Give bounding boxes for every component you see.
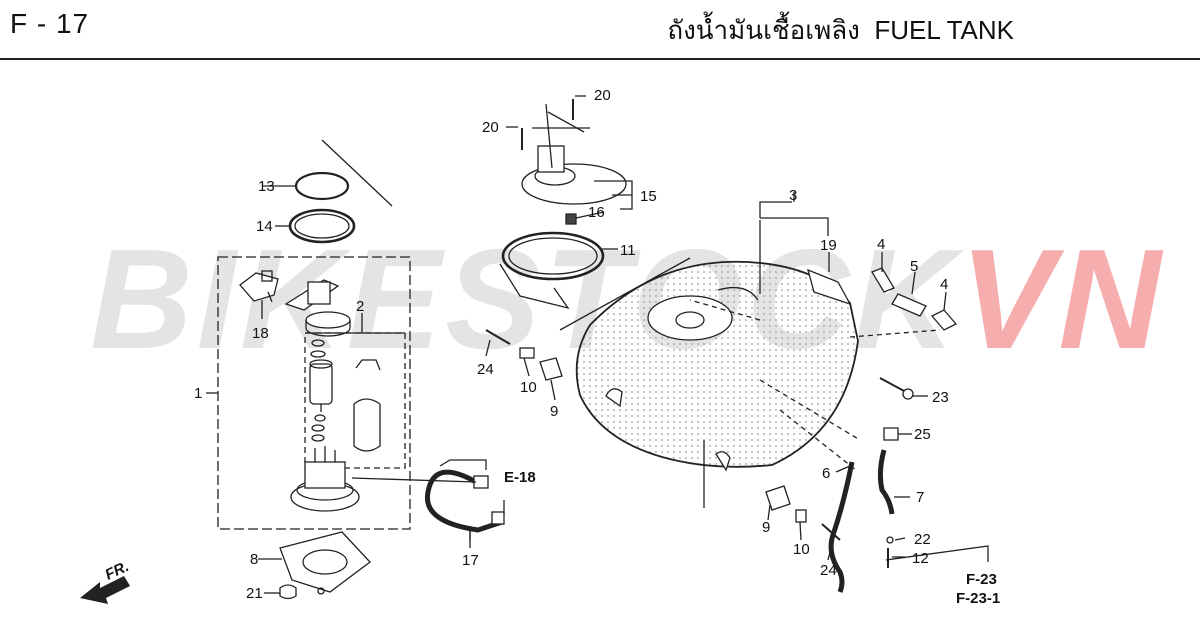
callout-20b: 20 xyxy=(482,119,499,136)
callout-2: 2 xyxy=(356,298,364,315)
callout-24a: 24 xyxy=(477,361,494,378)
page-title-english: FUEL TANK xyxy=(874,15,1014,45)
front-direction-label: FR. xyxy=(103,558,132,584)
callout-15: 15 xyxy=(640,188,657,205)
fuel-pump-retainer-plate-8 xyxy=(279,531,371,593)
o-ring-middle xyxy=(310,350,326,358)
o-ring-upper xyxy=(311,339,325,347)
fuel-tank-cap-opening xyxy=(647,295,733,341)
page-code: F - 17 xyxy=(10,8,90,39)
fuel-strainer xyxy=(353,404,381,452)
strainer-clip xyxy=(355,359,381,371)
cushion-4a xyxy=(871,267,895,293)
callout-5: 5 xyxy=(910,258,918,275)
front-arrow-icon xyxy=(80,576,130,604)
bolt-24b xyxy=(821,523,841,541)
fuel-fill-cap-15 xyxy=(521,103,627,205)
callout-6: 6 xyxy=(822,465,830,482)
f23-leader xyxy=(885,545,989,562)
callout-25: 25 xyxy=(914,426,931,443)
leader-11-tank xyxy=(559,257,691,331)
breather-hose-6 xyxy=(828,461,855,593)
set-ring-14 xyxy=(288,208,356,244)
callout-13: 13 xyxy=(258,178,275,195)
callout-7: 7 xyxy=(916,489,924,506)
callout-1: 1 xyxy=(194,385,202,402)
nut-21 xyxy=(279,584,297,600)
callout-18: 18 xyxy=(252,325,269,342)
callout-22: 22 xyxy=(914,531,931,548)
set-ring-14-inner xyxy=(294,213,350,239)
callout-8: 8 xyxy=(250,551,258,568)
callout-9b: 9 xyxy=(762,519,770,536)
callout-14: 14 xyxy=(256,218,273,235)
hose-clamp-22 xyxy=(886,536,894,544)
packing-ring-13 xyxy=(294,171,350,201)
drain-hose-7 xyxy=(877,449,895,515)
callout-24b: 24 xyxy=(820,562,837,579)
callout-16: 16 xyxy=(588,204,605,221)
callout-20a: 20 xyxy=(594,87,611,104)
collar-10b xyxy=(795,509,807,523)
callout-3: 3 xyxy=(789,187,797,204)
callout-9a: 9 xyxy=(550,403,558,420)
ref-f23[interactable]: F-23 xyxy=(966,571,997,588)
collar-5 xyxy=(891,293,927,317)
callout-19: 19 xyxy=(820,237,837,254)
callout-21: 21 xyxy=(246,585,263,602)
feed-hose-connector xyxy=(439,459,487,470)
hose-clip-25 xyxy=(883,427,899,441)
mount-rubber-9a xyxy=(539,357,563,381)
fuel-pump-motor xyxy=(309,363,333,405)
callout-17: 17 xyxy=(462,552,479,569)
header-divider xyxy=(0,58,1200,60)
callout-12: 12 xyxy=(912,550,929,567)
fuel-pump-base xyxy=(290,446,360,512)
mount-rubber-9b xyxy=(765,485,791,511)
callout-11: 11 xyxy=(620,242,636,259)
ref-e18[interactable]: E-18 xyxy=(504,469,536,486)
page-title-thai: ถังน้ำมันเชื้อเพลิง xyxy=(667,15,860,45)
tank-bracket xyxy=(717,286,759,301)
callout-10b: 10 xyxy=(793,541,810,558)
fuel-feed-hose-17 xyxy=(424,469,503,533)
callout-4a: 4 xyxy=(877,236,885,253)
fuel-cap-gasket-11 xyxy=(501,231,605,281)
collar-10a xyxy=(519,347,535,359)
cap-breather-16 xyxy=(565,213,577,225)
tank-bolt-23 xyxy=(879,377,907,393)
fuel-pump-top-unit xyxy=(284,279,351,337)
leader-13-14 xyxy=(321,139,393,207)
front-direction-arrow: FR. xyxy=(80,558,132,604)
callout-10a: 10 xyxy=(520,379,537,396)
pressure-regulator-18 xyxy=(239,270,279,303)
page-title: ถังน้ำมันเชื้อเพลิง FUEL TANK xyxy=(667,10,1014,51)
tank-side-rubber-19 xyxy=(807,268,852,306)
callout-23: 23 xyxy=(932,389,949,406)
callout-4b: 4 xyxy=(940,276,948,293)
cushion-4b xyxy=(930,309,958,331)
bolt-24a xyxy=(485,329,511,345)
ref-f23-1[interactable]: F-23-1 xyxy=(956,590,1000,607)
cap-drain-tray xyxy=(499,263,570,310)
